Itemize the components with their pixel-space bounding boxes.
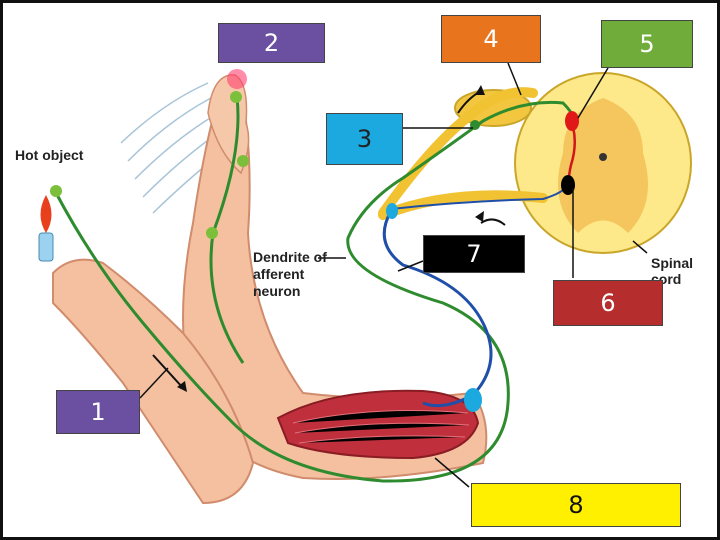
motor-neuron-path [382,210,493,408]
pain-receptor-glow [227,69,247,89]
motor-axon-node [386,203,398,219]
receptor-node-2 [230,91,242,103]
number-box-3: 3 [326,113,403,165]
spinal-cord-illustration [454,72,692,254]
number-box-4: 4 [441,15,541,63]
dendrite-label-line2: afferent [253,266,305,282]
receptor-node-3 [237,155,249,167]
motor-end-plate [464,388,482,412]
arrowhead-3 [177,381,187,392]
sensory-neuron-path [53,100,577,483]
lower-arm-shape [52,258,255,505]
reflex-arc-illustration [38,62,692,505]
motor-cell-body [561,175,575,195]
interneuron-node [565,111,579,131]
arrowhead-2 [475,211,484,222]
receptor-node-4 [206,227,218,239]
muscle-striations [292,410,470,444]
motor-neuron-root [390,184,569,210]
receptor-node-1 [50,185,62,197]
flame-shape [40,195,52,233]
number-box-8: 8 [471,483,681,527]
arrowhead-1 [475,85,485,95]
candle-shape [38,232,54,262]
number-box-2: 2 [218,23,325,63]
number-box-6: 6 [553,280,663,326]
spinal-nerve-bundle [378,87,548,220]
number-box-7: 7 [423,235,525,273]
number-box-5: 5 [601,20,693,68]
leader-lines [139,62,648,488]
dendrite-label-line1: Dendrite of [253,249,327,265]
dendrite-label-line3: neuron [253,283,301,299]
number-box-1: 1 [56,390,140,434]
hot-object-label: Hot object [15,147,84,163]
